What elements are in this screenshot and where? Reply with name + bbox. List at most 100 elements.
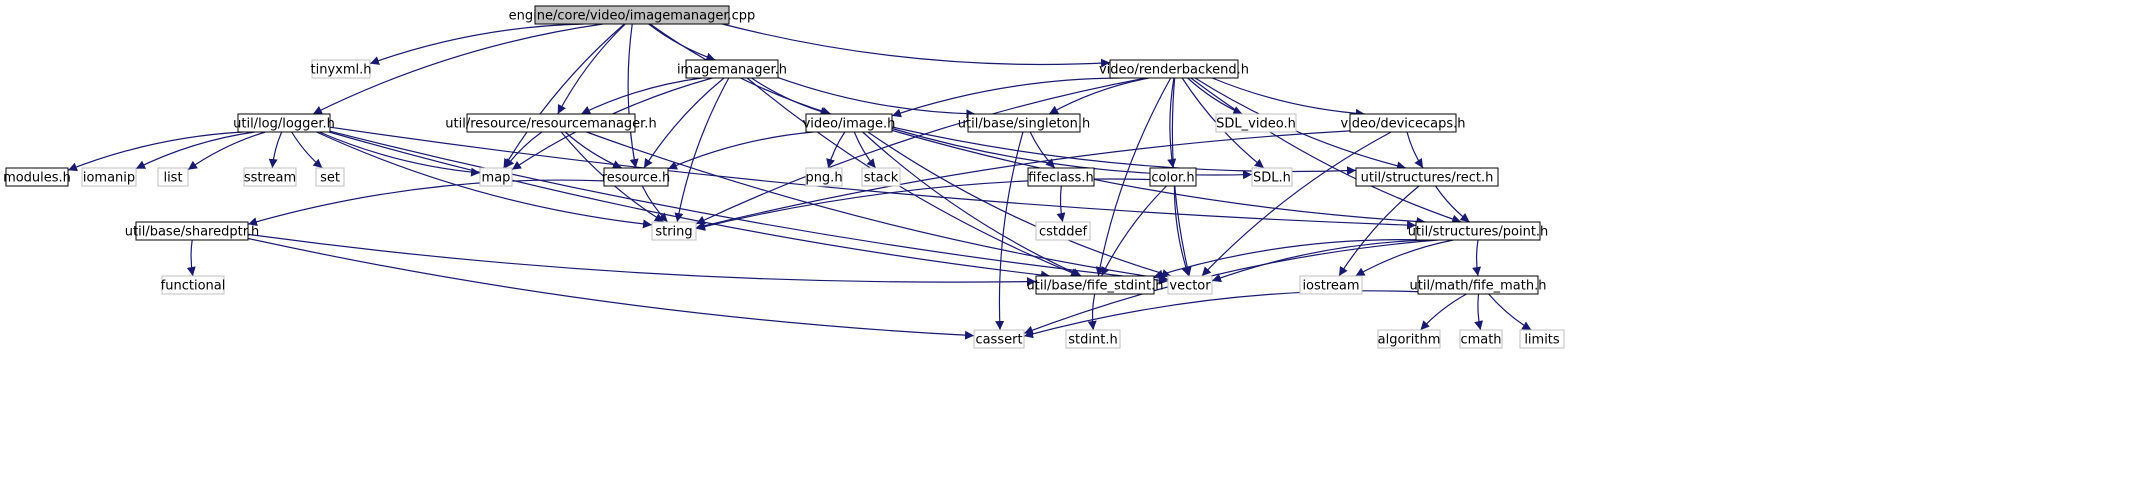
node-renderbackend[interactable]: video/renderbackend.h xyxy=(1099,59,1249,79)
node-vector-box xyxy=(1167,275,1213,295)
edge-point-to-vector xyxy=(1211,239,1431,283)
edge-logger-to-iomanip xyxy=(135,131,255,170)
node-modules-box xyxy=(5,167,69,187)
node-cstddef-label: cstddef xyxy=(1039,225,1088,240)
node-resourcemanager[interactable]: util/resource/resourcemanager.h xyxy=(445,113,657,133)
node-devicecaps[interactable]: video/devicecaps.h xyxy=(1340,113,1466,133)
node-root[interactable]: engine/core/video/imagemanager.cpp xyxy=(509,5,756,25)
edge-image-to-sdl xyxy=(891,127,1253,180)
node-renderbackend-box xyxy=(1109,59,1239,79)
node-sdl_video: SDL_video.h xyxy=(1215,113,1297,133)
node-stdint-label: stdint.h xyxy=(1068,333,1117,348)
node-fife_stdint-box xyxy=(1035,275,1155,295)
edge-sharedptr-to-fife_stdint xyxy=(247,233,1037,287)
node-color[interactable]: color.h xyxy=(1149,167,1197,187)
edge-singleton-to-fifeclass xyxy=(1029,131,1056,169)
node-list: list xyxy=(157,167,189,187)
edge-point-to-cassert xyxy=(1023,239,1439,335)
edge-logger-to-point xyxy=(329,126,1417,230)
node-limits-box xyxy=(1519,329,1565,349)
node-limits: limits xyxy=(1519,329,1565,349)
edge-image-to-fife_stdint xyxy=(862,131,1082,277)
node-image-box xyxy=(805,113,893,133)
edge-root-to-map xyxy=(503,23,625,169)
node-iostream-label: iostream xyxy=(1302,279,1359,294)
node-sdl-box xyxy=(1251,167,1293,187)
edge-root-to-renderbackend xyxy=(722,23,1111,68)
node-color-label: color.h xyxy=(1151,171,1194,186)
edge-resourcemanager-to-resource xyxy=(564,131,623,169)
node-singleton-box xyxy=(967,113,1081,133)
edge-fife_stdint-to-stdint xyxy=(1087,293,1097,331)
node-image[interactable]: video/image.h xyxy=(803,113,896,133)
node-singleton-label: util/base/singleton.h xyxy=(958,117,1090,132)
node-png: png.h xyxy=(805,167,843,187)
node-sstream-label: sstream xyxy=(244,171,296,186)
node-cassert-label: cassert xyxy=(975,333,1022,348)
edge-rect-to-point xyxy=(1435,185,1470,223)
node-root-label: engine/core/video/imagemanager.cpp xyxy=(509,9,756,24)
edge-imagemanager-to-resourcemanager xyxy=(580,77,702,115)
node-logger[interactable]: util/log/logger.h xyxy=(233,113,335,133)
edge-imagemanager-to-image xyxy=(751,77,830,116)
node-vector-label: vector xyxy=(1169,279,1211,294)
edge-fife_math-to-limits xyxy=(1488,293,1532,331)
edge-sharedptr-to-cassert xyxy=(247,237,975,340)
node-set-box xyxy=(315,167,345,187)
node-rect-box xyxy=(1355,167,1499,187)
node-imagemanager-box xyxy=(685,59,779,79)
node-point-label: util/structures/point.h xyxy=(1408,225,1549,240)
edge-root-to-resource xyxy=(627,23,639,169)
node-resource[interactable]: resource.h xyxy=(602,167,671,187)
edge-renderbackend-to-singleton xyxy=(1048,77,1150,115)
edge-image-to-resource xyxy=(667,131,814,170)
edge-renderbackend-to-fife_stdint xyxy=(1095,77,1172,277)
edge-logger-to-string xyxy=(316,131,653,229)
edge-fife_math-to-cassert xyxy=(1023,290,1419,339)
node-map-label: map xyxy=(482,171,511,186)
node-devicecaps-label: video/devicecaps.h xyxy=(1340,117,1465,132)
node-imagemanager[interactable]: imagemanager.h xyxy=(677,59,787,79)
node-string-box xyxy=(651,221,697,241)
edge-renderbackend-to-image xyxy=(891,77,1120,118)
node-map-box xyxy=(479,167,513,187)
node-cmath-label: cmath xyxy=(1460,333,1501,348)
node-sstream: sstream xyxy=(243,167,297,187)
node-fife_stdint[interactable]: util/base/fife_stdint.h xyxy=(1026,275,1164,295)
edge-point-to-fife_math xyxy=(1472,239,1482,277)
node-stdint-box xyxy=(1065,329,1121,349)
node-functional-label: functional xyxy=(161,279,226,294)
node-cmath-box xyxy=(1459,329,1503,349)
nodes-layer: engine/core/video/imagemanager.cpp util/l… xyxy=(3,5,1565,349)
edge-logger-to-sstream xyxy=(268,131,283,169)
edge-image-to-png xyxy=(826,131,846,169)
edge-root-to-resourcemanager xyxy=(557,23,626,115)
edge-renderbackend-to-string xyxy=(695,77,1147,225)
edge-devicecaps-to-string xyxy=(695,130,1351,230)
edge-logger-to-fife_stdint xyxy=(328,131,1051,280)
node-fife_stdint-label: util/base/fife_stdint.h xyxy=(1026,279,1163,294)
node-cstddef: cstddef xyxy=(1035,221,1091,241)
node-rect[interactable]: util/structures/rect.h xyxy=(1355,167,1499,187)
node-image-label: video/image.h xyxy=(803,117,896,132)
node-singleton[interactable]: util/base/singleton.h xyxy=(958,113,1090,133)
node-sharedptr[interactable]: util/base/sharedptr.h xyxy=(125,221,259,241)
node-stack: stack xyxy=(861,167,901,187)
edge-fife_math-to-algorithm xyxy=(1420,293,1467,331)
edge-point-to-fife_stdint xyxy=(1153,238,1417,279)
node-set-label: set xyxy=(320,171,340,186)
node-logger-label: util/log/logger.h xyxy=(233,117,335,132)
node-color-box xyxy=(1149,167,1197,187)
node-point[interactable]: util/structures/point.h xyxy=(1408,221,1549,241)
edge-fife_math-to-cmath xyxy=(1474,293,1483,331)
node-sdl_video-box xyxy=(1215,113,1297,133)
edge-logger-to-set xyxy=(291,131,323,169)
node-sstream-box xyxy=(243,167,297,187)
node-modules[interactable]: modules.h xyxy=(3,167,71,187)
node-set: set xyxy=(315,167,345,187)
node-fife_math[interactable]: util/math/fife_math.h xyxy=(1410,275,1547,295)
node-limits-label: limits xyxy=(1524,333,1560,348)
edges-layer xyxy=(67,23,1532,340)
node-fifeclass[interactable]: fifeclass.h xyxy=(1027,167,1095,187)
node-cassert-box xyxy=(973,329,1025,349)
